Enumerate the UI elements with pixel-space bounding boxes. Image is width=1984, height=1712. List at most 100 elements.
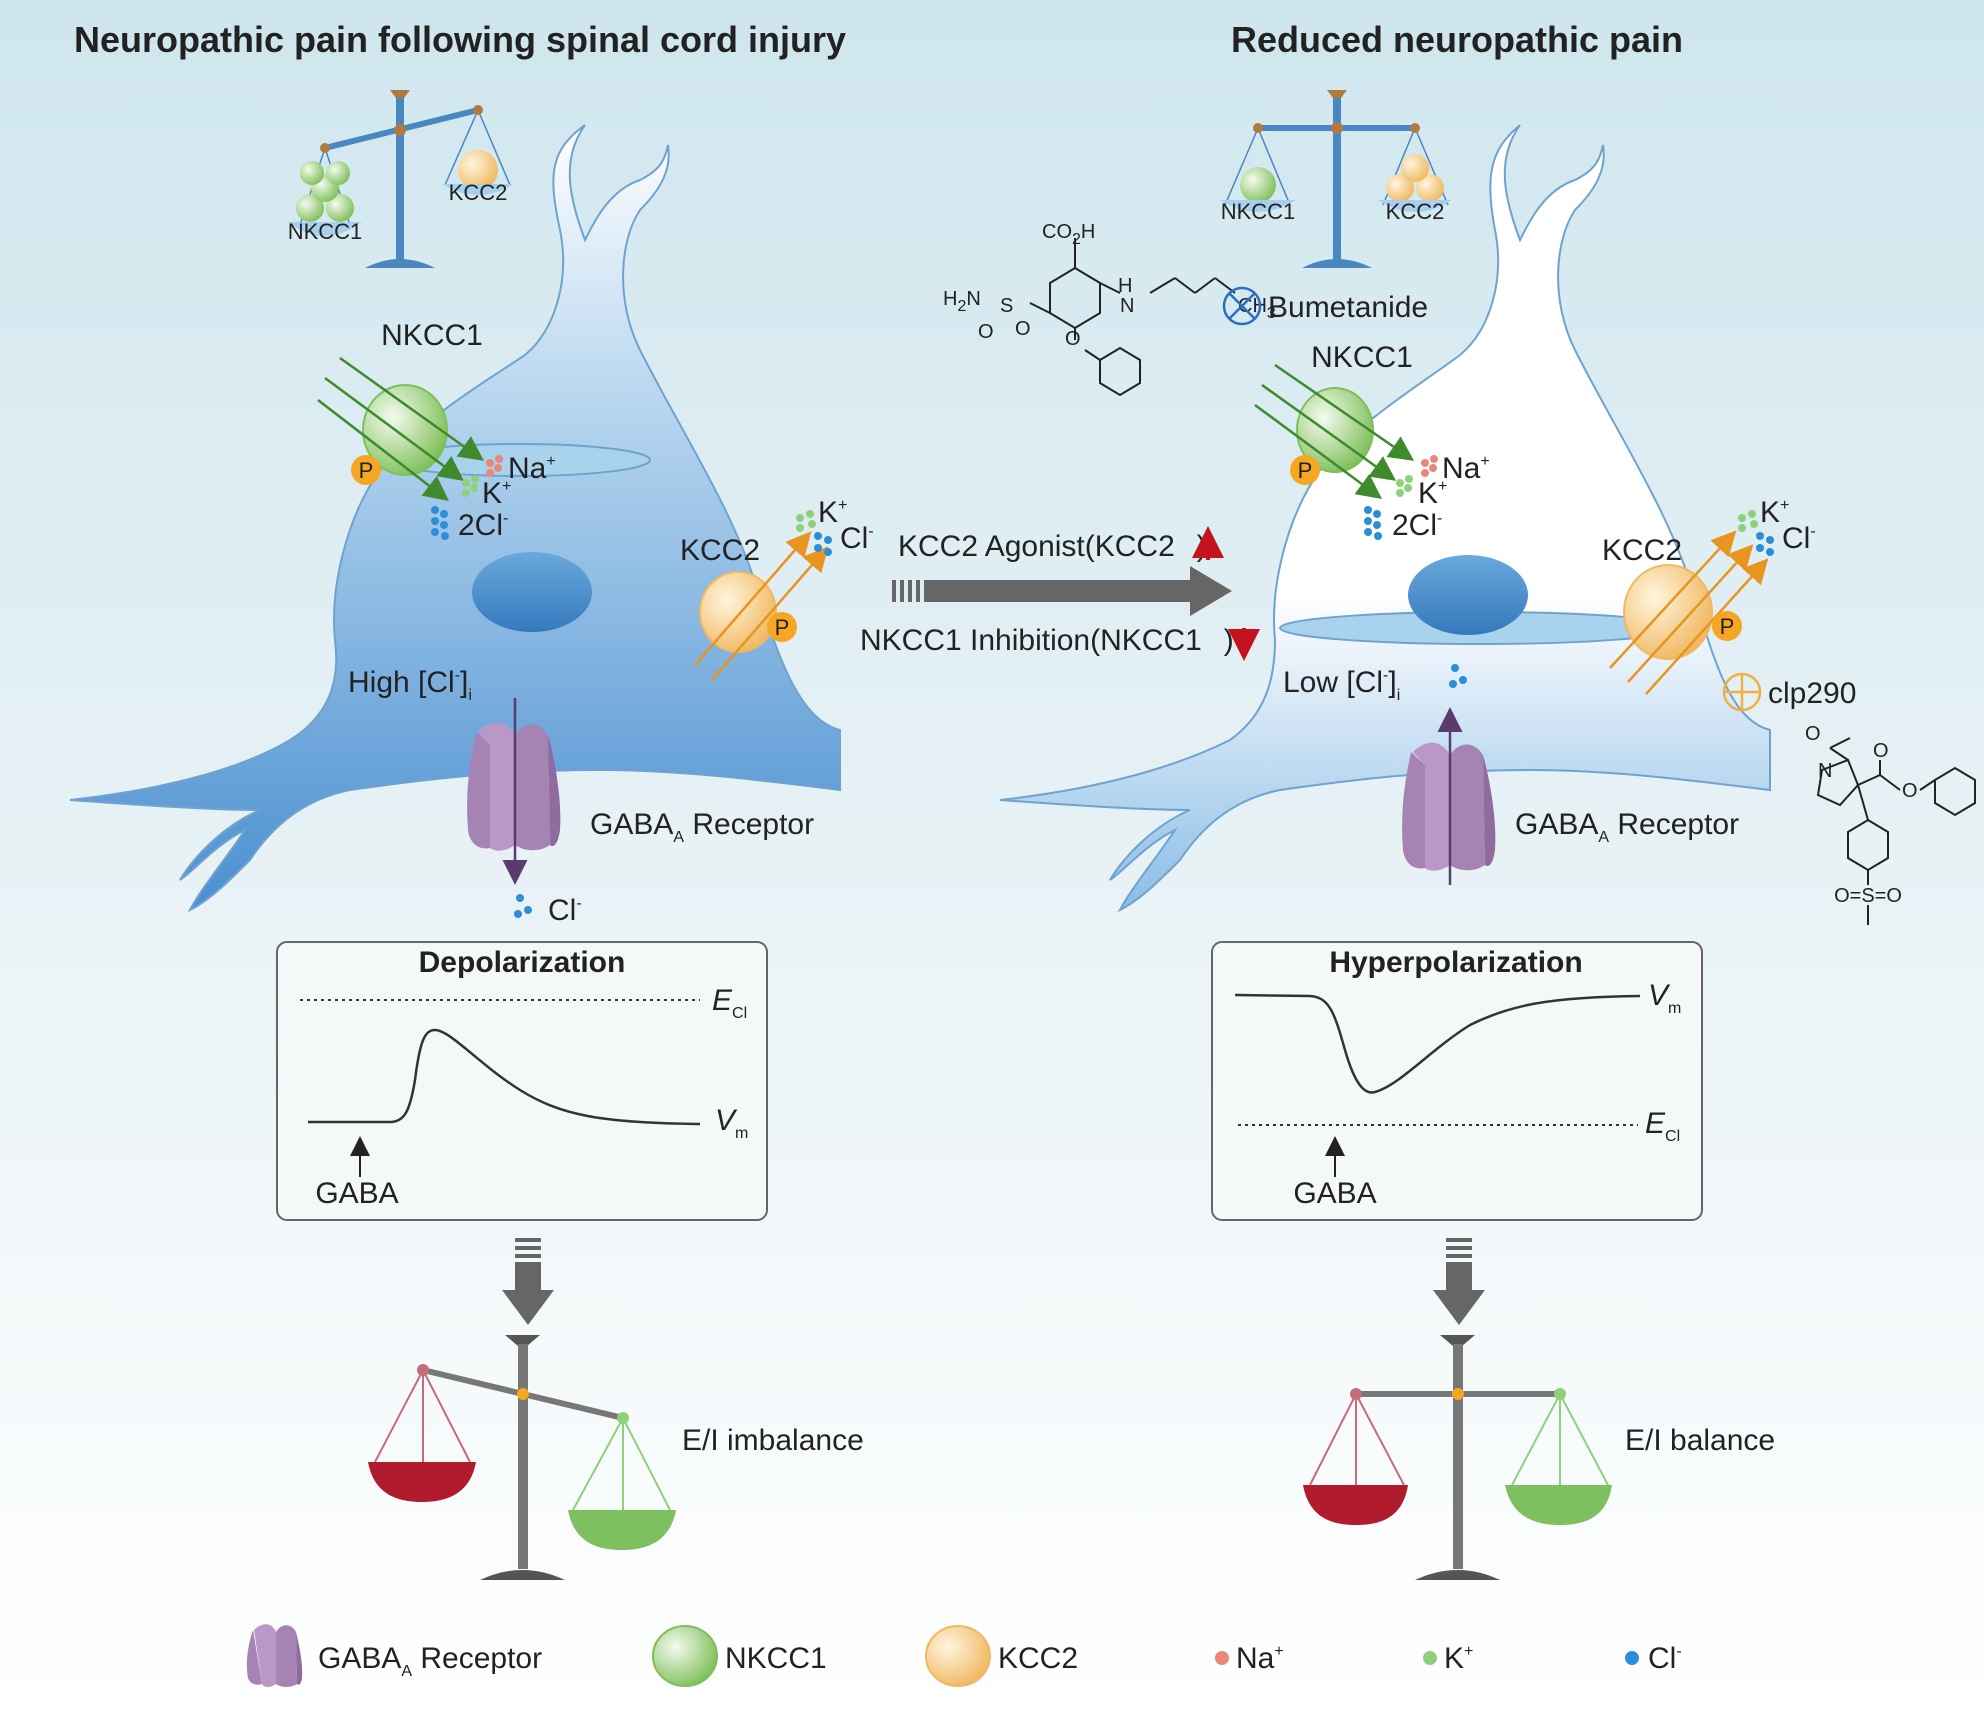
legend-nkcc1-icon xyxy=(652,1625,718,1687)
bumetanide-n: N xyxy=(1120,295,1134,317)
legend-cl-icon xyxy=(1625,1651,1639,1665)
left-nkcc1-phospho: P xyxy=(359,458,374,483)
bumetanide-inhibit-icon xyxy=(1222,286,1262,326)
right-excitation-pan xyxy=(1303,1485,1408,1525)
right-cl-ions xyxy=(1364,506,1382,540)
right-k-label: K+ xyxy=(1418,477,1447,510)
legend-k-icon xyxy=(1423,1651,1437,1665)
right-kcc2-cl-ions xyxy=(1756,532,1774,556)
right-box-title: Hyperpolarization xyxy=(1329,946,1582,979)
legend-receptor-icon xyxy=(246,1624,303,1687)
left-kcc2-cl-ions xyxy=(814,532,832,556)
right-na-ions xyxy=(1421,455,1438,477)
left-na-ions xyxy=(486,455,503,477)
clp290-o-ester2: O xyxy=(1902,780,1918,802)
bumetanide-o2: O xyxy=(1015,318,1031,340)
left-na-label: Na+ xyxy=(508,452,556,485)
left-scale-kcc2-label: KCC2 xyxy=(449,180,508,205)
legend-na-label: Na+ xyxy=(1236,1642,1284,1675)
right-kcc2-k-ions xyxy=(1738,510,1758,532)
left-gaba-label: GABA xyxy=(315,1177,398,1210)
right-title: Reduced neuropathic pain xyxy=(1231,19,1683,60)
left-2cl-label: 2Cl- xyxy=(458,509,508,542)
clp290-o-ester1: O xyxy=(1873,740,1889,762)
left-excitation-pan xyxy=(368,1462,476,1502)
right-kcc2-label: KCC2 xyxy=(1602,534,1682,567)
left-vm-label: Vm xyxy=(715,1104,748,1142)
right-kcc2-phospho: P xyxy=(1720,614,1735,639)
left-receptor-label: GABAA Receptor xyxy=(590,808,814,846)
left-kcc2-label: KCC2 xyxy=(680,534,760,567)
left-nucleus xyxy=(472,552,592,632)
left-k-label: K+ xyxy=(482,477,511,510)
left-chloride-level: High [Cl-]i xyxy=(348,666,472,704)
right-nucleus xyxy=(1408,555,1528,635)
right-influx-cl-ions xyxy=(1449,664,1467,688)
bumetanide-s: S xyxy=(1000,295,1013,317)
clp290-activate-icon xyxy=(1722,672,1762,712)
left-top-scale: NKCC1 KCC2 xyxy=(288,90,514,268)
left-kcc2-k-label: K+ xyxy=(818,496,847,529)
left-ei-scale xyxy=(368,1335,676,1580)
right-scale-nkcc1-label: NKCC1 xyxy=(1221,199,1296,224)
right-nkcc1-label: NKCC1 xyxy=(1311,341,1413,374)
left-ecl-label: ECl xyxy=(712,984,747,1022)
left-cl-ions xyxy=(431,506,449,540)
right-vm-trace xyxy=(1234,993,1641,1094)
legend-nkcc1-label: NKCC1 xyxy=(725,1642,827,1675)
right-nkcc1-transporter: P xyxy=(1254,363,1415,499)
right-trace-box xyxy=(1211,941,1703,1221)
clp290-structure: O N O O O=S=O xyxy=(1805,723,1976,925)
left-down-arrow xyxy=(502,1238,554,1325)
right-na-label: Na+ xyxy=(1442,452,1490,485)
left-box-title: Depolarization xyxy=(419,946,626,979)
left-scale-nkcc1-label: NKCC1 xyxy=(288,219,363,244)
left-kcc2-phospho: P xyxy=(775,615,790,640)
left-neuron xyxy=(69,124,841,913)
right-gaba-receptor xyxy=(1402,707,1496,885)
left-title: Neuropathic pain following spinal cord i… xyxy=(74,19,846,60)
right-scale-kcc2-label: KCC2 xyxy=(1386,199,1445,224)
right-top-scale: NKCC1 KCC2 xyxy=(1220,90,1452,268)
right-down-arrow xyxy=(1433,1238,1485,1325)
left-kcc2-k-ions xyxy=(796,510,816,532)
left-balance-label: E/I imbalance xyxy=(682,1424,864,1457)
left-gaba-receptor xyxy=(467,698,561,885)
right-ecl-label: ECl xyxy=(1645,1107,1680,1145)
right-ei-scale xyxy=(1303,1335,1612,1580)
bumetanide-o3: O xyxy=(1065,328,1081,350)
bumetanide-o1: O xyxy=(978,321,994,343)
left-efflux-cl-ions xyxy=(514,894,532,918)
clp290-o-top: O xyxy=(1805,723,1821,745)
left-kcc2-cl-label: Cl- xyxy=(840,522,874,555)
left-kcc2-transporter: P xyxy=(694,531,829,681)
center-transition-arrow xyxy=(892,566,1232,616)
right-vm-label: Vm xyxy=(1648,979,1681,1017)
right-nkcc1-phospho: P xyxy=(1298,458,1313,483)
right-kcc2-k-label: K+ xyxy=(1760,496,1789,529)
left-nkcc1-label: NKCC1 xyxy=(381,319,483,352)
right-gaba-label: GABA xyxy=(1293,1177,1376,1210)
right-chloride-level: Low [Cl-]i xyxy=(1283,666,1400,704)
legend-cl-label: Cl- xyxy=(1648,1642,1682,1675)
clp290-n: N xyxy=(1818,760,1832,782)
bumetanide-h: H xyxy=(1118,275,1132,297)
right-2cl-label: 2Cl- xyxy=(1392,509,1442,542)
left-trace-box xyxy=(276,941,768,1221)
kcc2-agonist-label: KCC2 Agonist(KCC2) xyxy=(898,530,1207,563)
legend-k-label: K+ xyxy=(1444,1642,1473,1675)
clp290-sulfone: O=S=O xyxy=(1834,885,1902,907)
left-inhibition-pan xyxy=(568,1510,676,1550)
clp290-label: clp290 xyxy=(1768,677,1856,710)
right-kcc2-transporter: P xyxy=(1609,530,1769,695)
right-inhibition-pan xyxy=(1505,1485,1612,1525)
legend-na-icon xyxy=(1215,1651,1229,1665)
legend: GABAA Receptor NKCC1 KCC2 Na+ K+ Cl- xyxy=(246,1624,1682,1687)
legend-kcc2-label: KCC2 xyxy=(998,1642,1078,1675)
bumetanide-co2h: CO2H xyxy=(1042,221,1095,248)
bumetanide-h2n: H2N xyxy=(943,288,981,315)
legend-kcc2-icon xyxy=(925,1625,991,1687)
